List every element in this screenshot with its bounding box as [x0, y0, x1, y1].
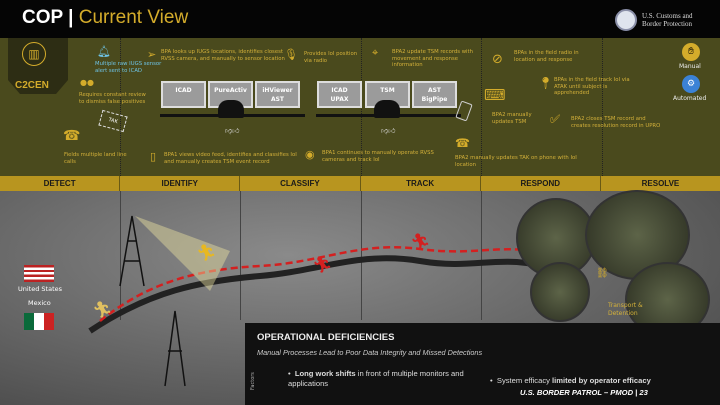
divider: [481, 38, 482, 176]
inbox-check-icon: ✅︎: [550, 112, 561, 126]
operator-icon: [374, 100, 400, 118]
phase-track: TRACK: [361, 176, 481, 191]
thumbs-icon: 👎︎👍︎: [381, 127, 396, 135]
divider: [120, 191, 121, 320]
note-field-track: BPAs in the field track IoI via ATAK unt…: [554, 77, 630, 96]
note-bpa1-video: BPA1 views video feed, identifies and cl…: [164, 152, 297, 165]
rvss-tower-icon: [119, 215, 145, 287]
label-united-states: United States: [18, 285, 63, 293]
phase-classify: CLASSIFY: [240, 176, 361, 191]
legend-manual: Manual: [679, 63, 701, 70]
note-radio: Provides IoI position via radio: [304, 51, 358, 64]
bullet-long-shifts: • Long work shifts in front of multiple …: [288, 369, 464, 388]
deficiencies-subtitle: Manual Processes Lead to Poor Data Integ…: [257, 348, 483, 357]
page-title: COP | Current View: [22, 7, 189, 28]
phase-detect: DETECT: [0, 176, 121, 191]
note-field-radio: BPAs in the field radio in location and …: [514, 50, 579, 63]
cbp-seal-logo: [615, 9, 637, 31]
phone-icon: ☎: [63, 128, 81, 144]
route-overlay: [88, 215, 561, 387]
divider: [120, 38, 121, 176]
compass-icon: ⊘: [492, 52, 503, 67]
bullet-system-efficacy: • System efficacy limited by operator ef…: [490, 376, 651, 385]
manual-hand-icon: ✋︎: [682, 43, 700, 61]
divider: [602, 38, 603, 176]
navigate-icon: ➢: [147, 48, 157, 61]
phase-resolve: RESOLVE: [641, 179, 680, 188]
phase-identify: IDENTIFY: [120, 176, 241, 191]
header-bar: [0, 0, 720, 38]
sensor-tower-icon: [164, 310, 186, 387]
thumbs-icon: 👎︎👍︎: [225, 127, 240, 135]
label-mexico: Mexico: [28, 299, 51, 307]
c2cen-label: C2CEN: [15, 80, 49, 91]
handcuffs-icon: ⛓: [596, 268, 609, 279]
runner-icon: 🏃︎: [196, 243, 217, 262]
tablet-icon: ▯: [150, 150, 157, 163]
note-bpa2-close: BPA2 closes TSM record and creates resol…: [571, 116, 661, 129]
note-bpa2-tsm: BPA2 update TSM records with movement an…: [392, 49, 473, 68]
eyes-icon: ●●: [80, 78, 94, 87]
bell-icon: 🔔︎: [97, 45, 111, 58]
border-road: [88, 255, 561, 334]
phone-icon: ☎: [455, 136, 470, 150]
us-flag-icon: [24, 265, 54, 282]
factors-label: Factors: [250, 372, 256, 390]
note-transport: Transport & Detention: [608, 302, 643, 317]
deficiencies-title: OPERATIONAL DEFICIENCIES: [257, 332, 395, 343]
operator-icon: [218, 100, 244, 118]
automated-gear-icon: ⚙: [682, 75, 700, 93]
note-false-positives: Requires constant review to dismiss fals…: [79, 92, 146, 105]
microphone-icon: 🎙︎: [284, 48, 298, 61]
phase-respond: RESPOND: [481, 176, 601, 191]
note-bpa-lookup: BPA looks up IUGS locations, identifies …: [161, 49, 285, 62]
deficiencies-panel: [245, 323, 720, 405]
photo-field: [530, 262, 590, 322]
divider: [361, 191, 362, 320]
camera-beam: [135, 216, 230, 291]
location-pin-icon: 📍︎: [538, 76, 554, 90]
legend-automated: Automated: [673, 95, 707, 102]
footer-text: U.S. BORDER PATROL – PMOD | 23: [520, 388, 648, 397]
note-bpa2-manual: BPA2 manually updates TSM: [492, 112, 532, 125]
webcam-icon: ◉: [305, 148, 315, 161]
building-icon: ▥: [22, 42, 46, 66]
intruder-path: [99, 246, 561, 322]
note-bpa1-rvss: BPA1 continues to manually operate RVSS …: [322, 150, 434, 163]
runner-icon: 🏃︎: [410, 232, 431, 251]
divider: [481, 191, 482, 320]
route-pin-icon: ⌖: [372, 46, 379, 59]
phase-band: DETECT IDENTIFY CLASSIFY TRACK RESPOND R…: [0, 176, 720, 191]
keyboard-icon: ⌨: [484, 86, 506, 104]
mexico-flag-icon: [24, 313, 54, 330]
runner-icon: 🏃︎: [312, 255, 333, 274]
divider: [240, 191, 241, 320]
note-sensor-alert: Multiple raw IUGS sensor alert sent to I…: [95, 61, 162, 74]
runner-icon: 🏃︎: [92, 300, 113, 319]
note-land-line: Fields multiple land line calls: [64, 152, 127, 165]
note-bpa2-tak: BPA2 manually updates TAK on phone with …: [455, 155, 577, 168]
monitor-icad: ICAD: [161, 81, 206, 108]
